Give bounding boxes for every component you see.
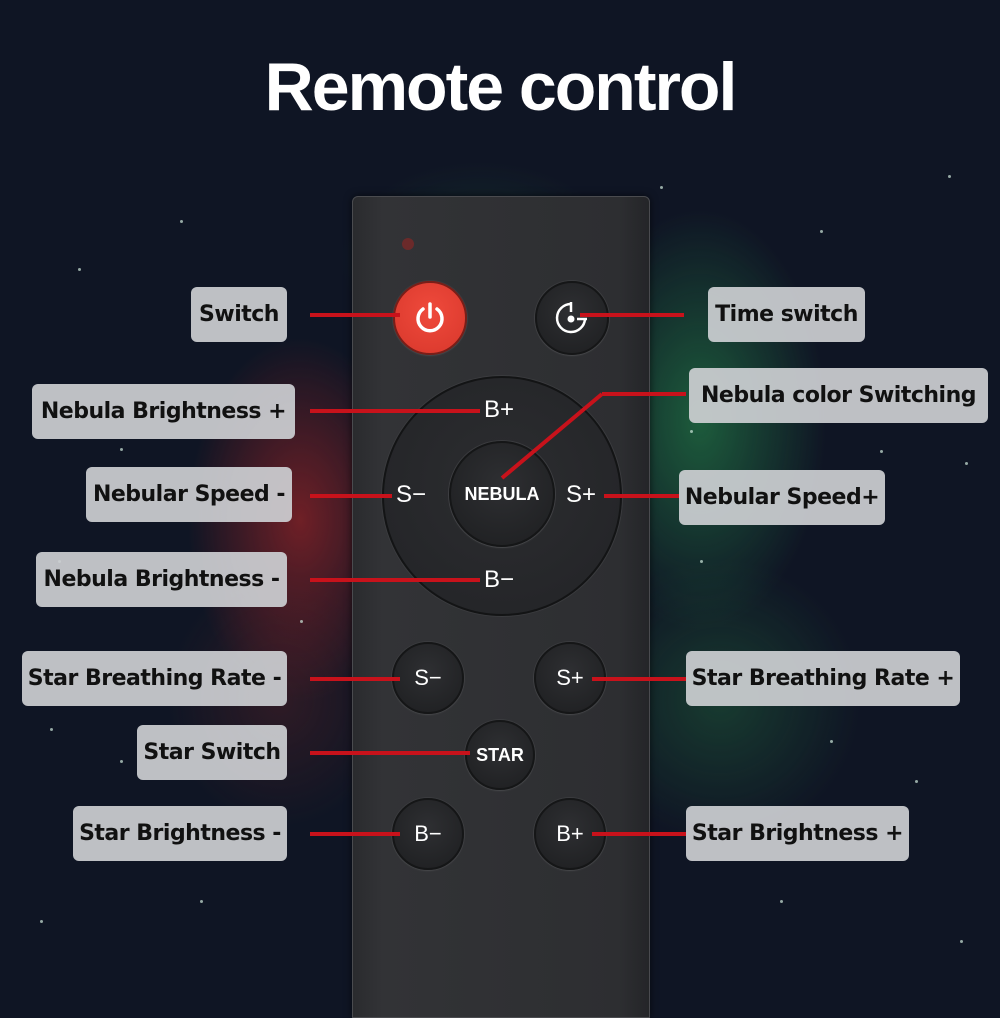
nebula-color-button[interactable]: NEBULA [449, 441, 555, 547]
star-brightness-down-button[interactable]: B− [392, 798, 464, 870]
leader-line [310, 409, 480, 413]
leader-line [580, 313, 684, 317]
label-star-brightness-minus: Star Brightness - [73, 806, 287, 861]
label-nebula-brightness-plus: Nebula Brightness + [32, 384, 295, 439]
label-star-breathing-rate-minus: Star Breathing Rate - [22, 651, 287, 706]
leader-line [604, 494, 680, 498]
timer-icon [555, 302, 587, 334]
nebula-brightness-up-button[interactable]: B+ [484, 396, 515, 423]
timer-button[interactable] [535, 281, 609, 355]
leader-line [310, 677, 400, 681]
nebula-brightness-down-button[interactable]: B− [484, 566, 515, 593]
leader-line [310, 313, 400, 317]
label-nebula-brightness-minus: Nebula Brightness - [36, 552, 287, 607]
leader-line-diagonal [500, 392, 686, 480]
leader-line [592, 832, 686, 836]
label-star-breathing-rate-plus: Star Breathing Rate + [686, 651, 960, 706]
nebula-speed-up-button[interactable]: S+ [566, 481, 597, 508]
nebula-speed-down-button[interactable]: S− [396, 481, 427, 508]
star-switch-button[interactable]: STAR [465, 720, 535, 790]
leader-line [310, 494, 392, 498]
leader-line [310, 578, 480, 582]
label-star-brightness-plus: Star Brightness + [686, 806, 909, 861]
label-nebular-speed-plus: Nebular Speed+ [679, 470, 885, 525]
leader-line [310, 751, 470, 755]
leader-line [310, 832, 400, 836]
star-breathing-down-button[interactable]: S− [392, 642, 464, 714]
power-button[interactable] [393, 281, 467, 355]
leader-line [592, 677, 686, 681]
label-star-switch: Star Switch [137, 725, 287, 780]
label-time-switch: Time switch [708, 287, 865, 342]
page-title: Remote control [264, 49, 738, 125]
power-icon [416, 302, 444, 333]
label-switch: Switch [191, 287, 287, 342]
ir-indicator-led [402, 238, 414, 250]
label-nebula-color-switching: Nebula color Switching [689, 368, 988, 423]
label-nebular-speed-minus: Nebular Speed - [86, 467, 292, 522]
